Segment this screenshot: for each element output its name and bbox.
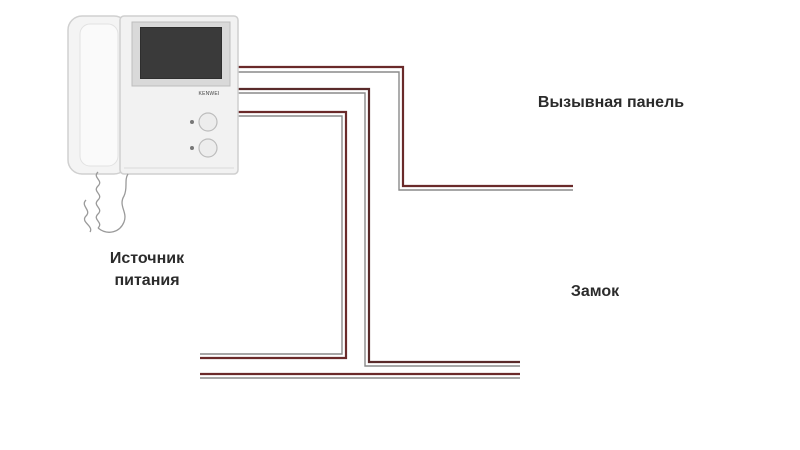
call-panel-label: Вызывная панель — [537, 94, 685, 111]
lock-label: Замок — [570, 283, 620, 300]
power-source-label: Источник питания — [82, 248, 212, 292]
power-source-label-line2: питания — [114, 272, 180, 289]
video-monitor-icon — [67, 15, 239, 233]
wire-monitor-to-call-panel — [236, 65, 573, 191]
wire-monitor-to-lock — [236, 87, 520, 367]
handset-cord — [83, 171, 129, 233]
power-source-label-line1: Источник — [109, 250, 185, 267]
wires — [200, 65, 573, 379]
wire-monitor-to-power — [200, 110, 348, 360]
wire-power-to-lock — [200, 372, 520, 379]
monitor-brand-label: KENWEI — [198, 91, 220, 97]
